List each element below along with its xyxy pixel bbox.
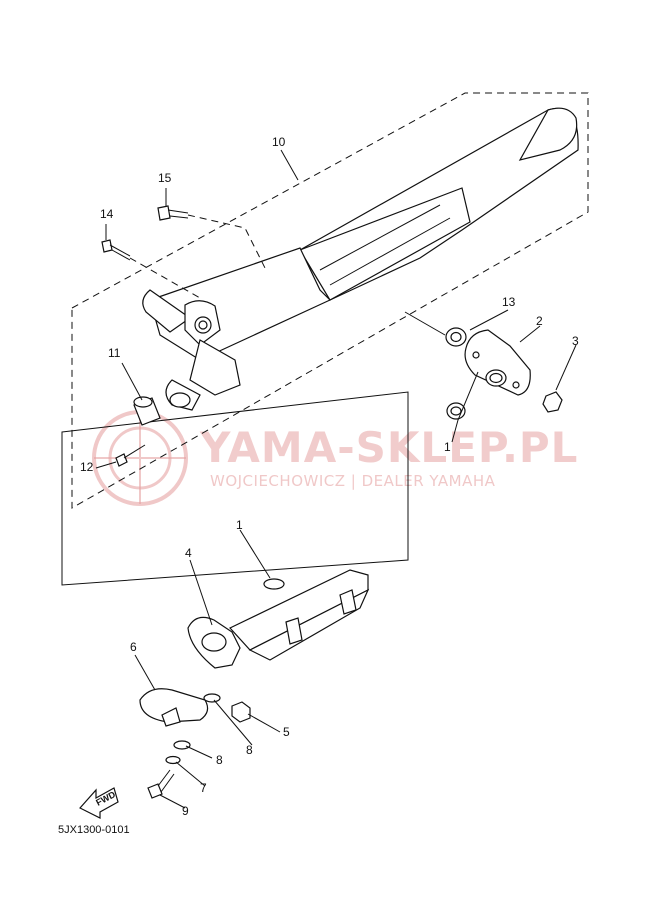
callout-13: 13 [502,295,516,309]
leader-13-line [404,311,446,336]
washer-part-8-upper [203,693,221,703]
reference-code: 5JX1300-0101 [58,824,130,836]
callout-15: 15 [158,171,172,185]
nut-part-5 [231,701,251,723]
screw-part-12 [115,444,146,467]
flange-part-2 [464,329,531,396]
washer-part-8-lower [173,740,191,750]
callout-3: 3 [572,334,579,348]
fwd-arrow-icon: FWD [79,787,119,819]
callout-11: 11 [108,346,121,360]
nut-part-3 [542,391,563,413]
watermark-title: YAMA-SKLEP.PL [199,423,578,472]
callout-4: 4 [185,546,192,560]
callout-10: 10 [272,135,286,149]
gasket-part-13 [445,327,467,347]
gasket-part-1-lower [263,578,285,590]
exhaust-cover-part-6 [139,688,209,727]
callout-12: 12 [80,460,94,474]
muffler-part-10 [142,107,579,411]
callout-1-upper: 1 [444,440,451,454]
muffler-assembly-boundary [71,92,589,509]
exhaust-pipe-part-4 [187,569,370,669]
spring-washer-part-7 [165,755,181,765]
callout-9: 9 [182,804,189,818]
watermark-subtitle: WOJCIECHOWICZ | DEALER YAMAHA [210,472,496,490]
callout-1-lower: 1 [236,518,243,532]
gasket-part-1-upper [446,402,466,420]
callout-6: 6 [130,640,137,654]
callout-14: 14 [100,207,114,221]
bolt-part-9 [147,769,175,799]
watermark: YAMA-SKLEP.PL WOJCIECHOWICZ | DEALER YAM… [92,410,578,506]
callouts: 10 15 14 13 2 3 11 1 12 1 4 6 5 8 8 7 9 [80,135,579,818]
pipe-assembly-boundary [61,391,409,586]
callout-7: 7 [200,781,207,795]
callout-5: 5 [283,725,290,739]
bolt-part-15 [157,205,266,269]
callout-2: 2 [536,314,543,328]
watermark-logo [92,410,188,506]
callout-8-upper: 8 [246,743,253,757]
bolt-part-14 [101,239,201,299]
collar-part-11 [133,396,161,426]
callout-8-lower: 8 [216,753,223,767]
leader-lines [95,149,577,809]
